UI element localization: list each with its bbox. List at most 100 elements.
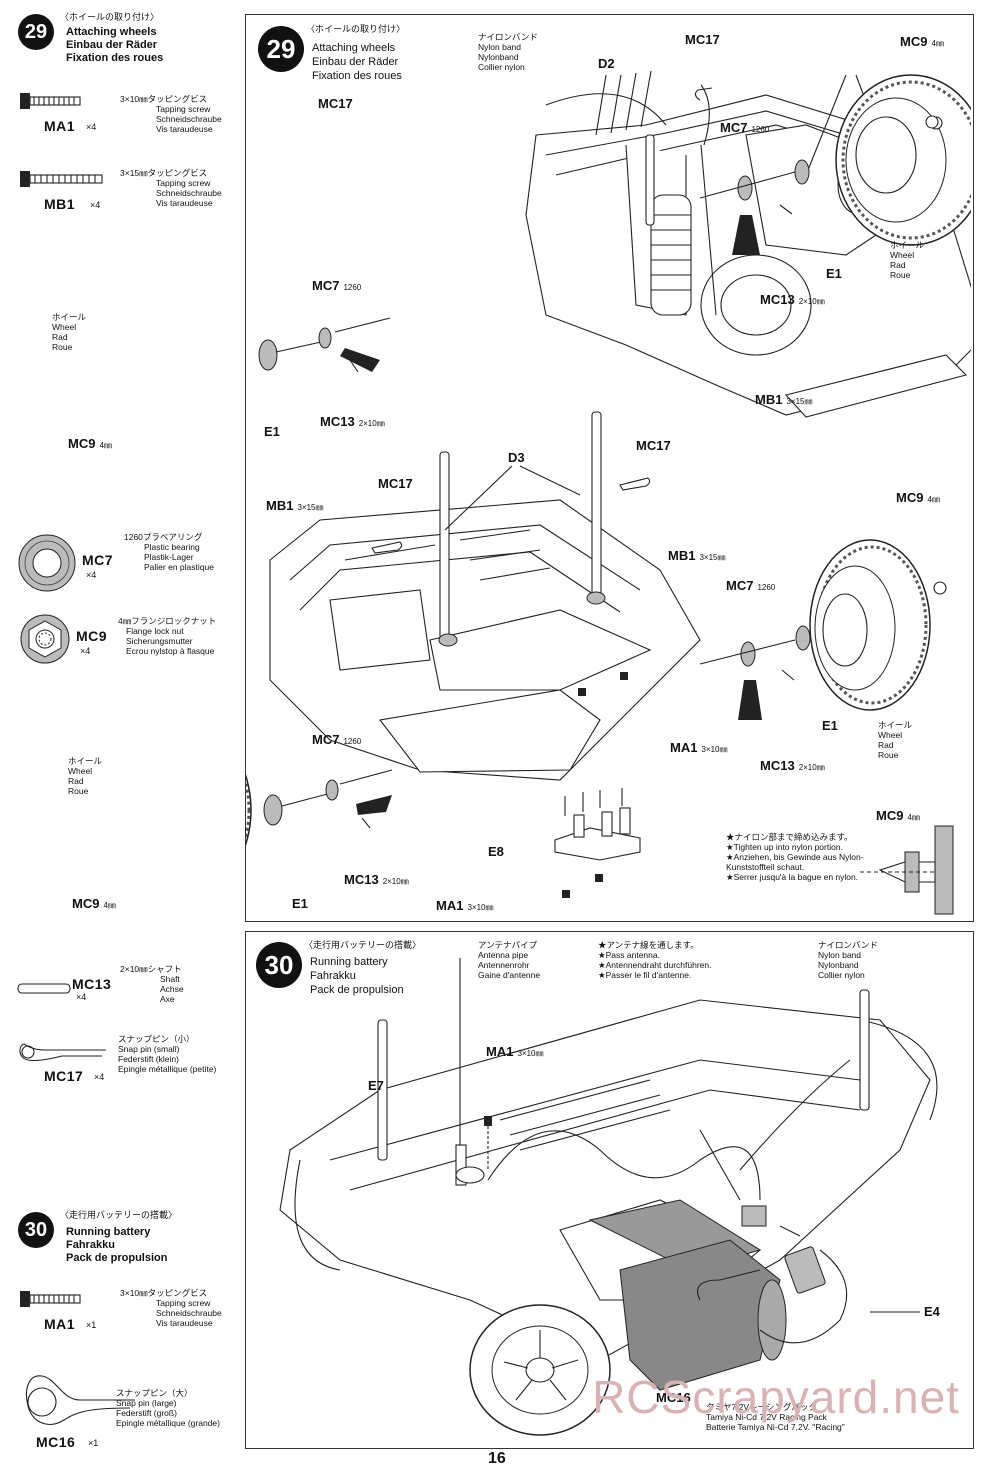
step-30-title-fr: Pack de propulsion <box>66 1252 168 1264</box>
label-de: Batterie Tamiya Ni-Cd 7,2V. "Racing" <box>706 1422 845 1432</box>
part-qty: ×4 <box>76 992 87 1002</box>
note-fr: ★Serrer jusqu'à la bague en nylon. <box>726 872 859 882</box>
part-size: 4㎜ <box>103 901 116 910</box>
part-size: 3×10㎜ <box>467 903 494 912</box>
part-de: Schneidschraube <box>156 188 222 198</box>
part-code: MC13 <box>760 758 795 773</box>
part-jp: スナップピン（大） <box>116 1388 193 1398</box>
panel30-title-de: Fahrakku <box>310 970 356 982</box>
note-jp: ★ナイロン部まで締め込みます。 <box>726 832 853 842</box>
part-de: Schneidschraube <box>156 114 222 124</box>
step-29-title-en: Attaching wheels <box>66 26 157 38</box>
part-qty: ×4 <box>90 200 101 210</box>
part-fr: Ecrou nylstop à flasque <box>126 646 215 656</box>
step-30-jp-title: 〈走行用バッテリーの搭載〉 <box>60 1210 178 1220</box>
label-jp: ホイール <box>878 720 913 730</box>
label-d3: D3 <box>508 450 525 465</box>
step-30-panel-badge: 30 <box>256 942 302 988</box>
part-desc-mc9: 4㎜フランジロックナット Flange lock nut Sicherungsm… <box>118 616 216 656</box>
label-en: Nylon band <box>818 950 862 960</box>
antenna-pipe-label: アンテナパイプ Antenna pipe Antennenrohr Gaine … <box>478 940 540 980</box>
part-qty: ×1 <box>88 1438 99 1448</box>
part-fr: Epingle métallique (petite) <box>118 1064 217 1074</box>
part-desc-ma1: 3×10㎜タッピングビス Tapping screw Schneidschrau… <box>120 1288 222 1328</box>
step-29-title-fr: Fixation des roues <box>66 52 164 64</box>
part-size: 1260 <box>757 583 776 592</box>
part-size: 3×10㎜ <box>701 745 728 754</box>
tapping-screw-icon <box>20 93 81 109</box>
part-code: MC7 <box>720 120 748 135</box>
step-29-panel-badge: 29 <box>258 26 304 72</box>
part-qty: ×1 <box>86 1320 97 1330</box>
label-de: Rad <box>878 740 894 750</box>
label-jp: ナイロンバンド <box>478 32 538 42</box>
part-size: 3×15㎜ <box>699 553 726 562</box>
label-jp: ホイール <box>890 240 925 250</box>
part-fr: Axe <box>160 994 175 1004</box>
step-29-title-de: Einbau der Räder <box>66 39 158 51</box>
part-code-ma1: MA1 <box>44 1316 76 1332</box>
part-de: Plastik-Lager <box>144 552 194 562</box>
label-jp: ナイロンバンド <box>818 940 878 950</box>
step-29-assembly-drawing <box>246 70 971 915</box>
label-e1: E1 <box>292 896 308 911</box>
part-en: Flange lock nut <box>126 626 184 636</box>
part-fr: Vis taraudeuse <box>156 1318 213 1328</box>
part-code: MC13 <box>344 872 379 887</box>
step-30-badge: 30 <box>18 1212 54 1248</box>
label-de: Rad <box>52 332 68 342</box>
part-qty: ×4 <box>86 570 97 580</box>
wheel-label: ホイール Wheel Rad Roue <box>52 312 86 352</box>
part-code: MB1 <box>266 498 294 513</box>
part-size: 1260 <box>751 125 770 134</box>
label-de: Nylonband <box>818 960 859 970</box>
label-mc17: MC17 <box>636 438 671 453</box>
label-fr: Collier nylon <box>478 62 525 72</box>
part-desc-mc7: 1260プラベアリング Plastic bearing Plastik-Lage… <box>124 532 214 572</box>
step-number: 30 <box>264 949 294 980</box>
label-fr: Gaine d'antenne <box>478 970 541 980</box>
label-de: Nylonband <box>478 52 519 62</box>
part-size: 4㎜ <box>907 813 920 822</box>
part-size: 4㎜ <box>931 39 944 48</box>
part-fr: Palier en plastique <box>144 562 214 572</box>
part-de: Schneidschraube <box>156 1308 222 1318</box>
part-code-mc13: MC13 <box>72 976 112 992</box>
part-de: Federstift (klein) <box>118 1054 179 1064</box>
part-fr: Vis taraudeuse <box>156 124 213 134</box>
part-jp: 4㎜フランジロックナット <box>118 616 217 626</box>
part-code: MB1 <box>755 392 783 407</box>
part-desc-ma1: 3×10㎜タッピングビス Tapping screw Schneidschrau… <box>120 94 222 134</box>
part-code: MC9 <box>896 490 924 505</box>
label-fr: Roue <box>890 270 911 280</box>
part-size: 2×10㎜ <box>382 877 409 886</box>
label-d2: D2 <box>598 56 615 71</box>
part-code: MC9 <box>900 34 928 49</box>
plastic-bearing-icon <box>18 534 76 592</box>
part-desc-mc13: 2×10㎜シャフト Shaft Achse Axe <box>120 964 184 1004</box>
part-de: Federstift (groß) <box>116 1408 177 1418</box>
label-en: Nylon band <box>478 42 522 52</box>
label-jp: ★アンテナ線を通します。 <box>598 940 699 950</box>
label-fr: Roue <box>878 750 899 760</box>
panel30-jp-title: 〈走行用バッテリーの搭載〉 <box>304 940 422 950</box>
part-code: MC13 <box>320 414 355 429</box>
label-e1: E1 <box>826 266 842 281</box>
page-number: 16 <box>488 1450 506 1467</box>
part-de: Achse <box>160 984 184 994</box>
part-en: Snap pin (small) <box>118 1044 180 1054</box>
wheel-label: ホイール Wheel Rad Roue <box>890 240 924 280</box>
tighten-note: ★ナイロン部まで締め込みます。 ★Tighten up into nylon p… <box>726 832 876 882</box>
part-size: 4㎜ <box>99 441 112 450</box>
tapping-screw-icon <box>20 1291 81 1307</box>
part-size: 2×10㎜ <box>798 763 825 772</box>
part-jp: 1260プラベアリング <box>124 532 203 542</box>
